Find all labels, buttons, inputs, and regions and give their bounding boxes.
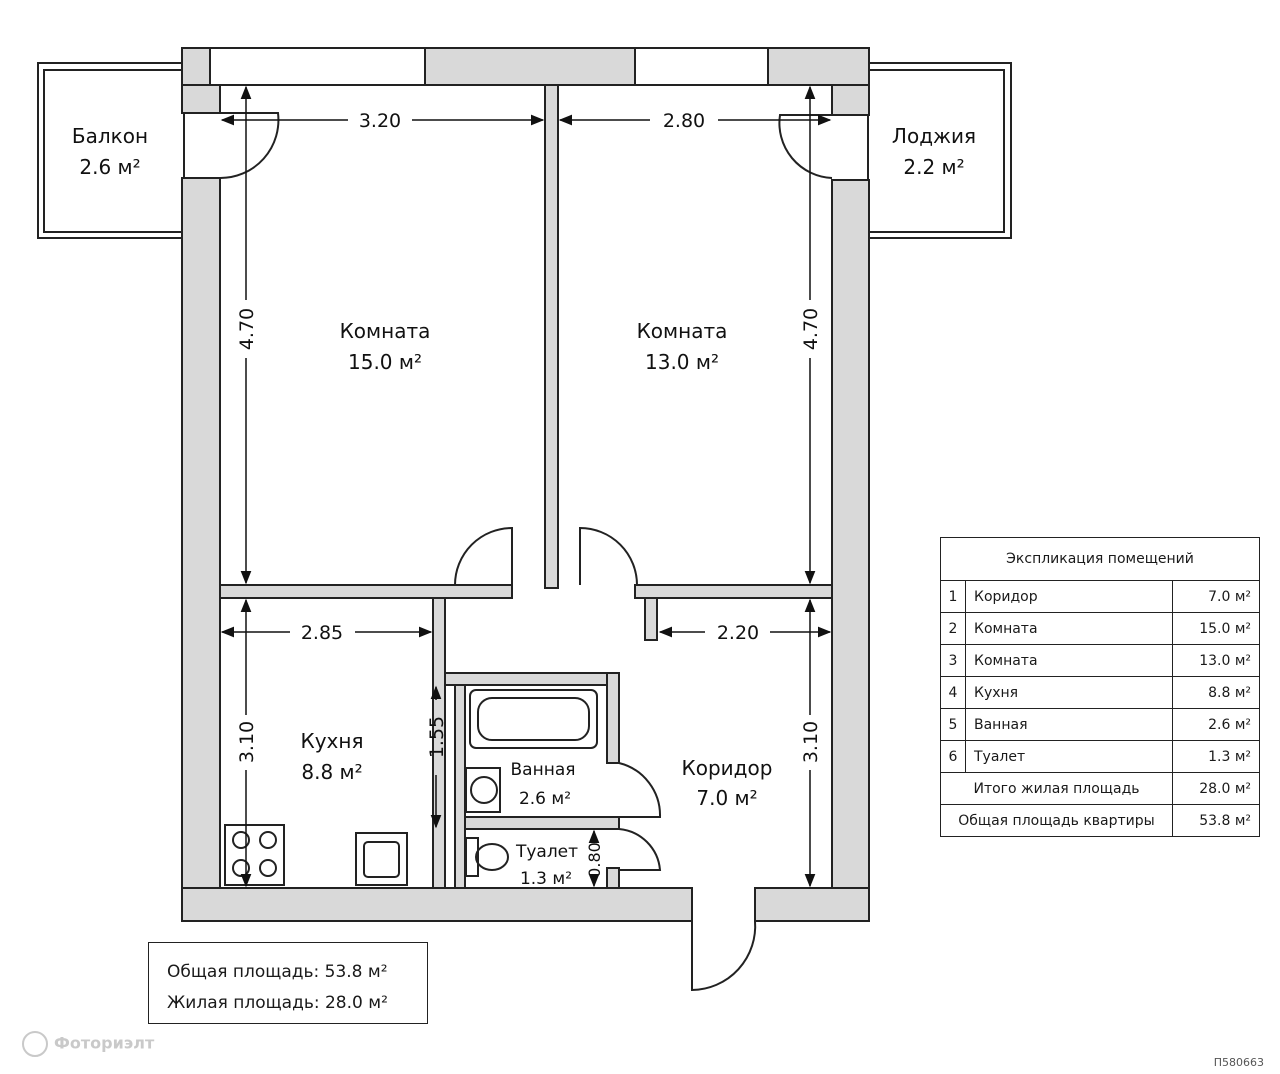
stove-icon xyxy=(224,824,285,886)
table-row: 3 Комната 13.0 м² xyxy=(940,644,1260,677)
corridor-name: Коридор xyxy=(682,756,773,780)
sink-icon xyxy=(355,832,408,886)
room2-name: Комната xyxy=(637,319,728,343)
room1-name: Комната xyxy=(340,319,431,343)
dim-corridor-depth: 3.10 xyxy=(800,721,822,763)
bath-area: 2.6 м² xyxy=(519,789,571,809)
washbasin-icon xyxy=(465,767,501,813)
row-name: Коридор xyxy=(965,580,1173,613)
dim-room2-width: 2.80 xyxy=(663,110,705,132)
living-area-text: Жилая площадь: 28.0 м² xyxy=(167,993,388,1013)
explication-table: Экспликация помещений 1 Коридор 7.0 м² 2… xyxy=(940,537,1260,837)
balcony-name: Балкон xyxy=(72,124,148,148)
dimension-lines xyxy=(220,85,832,888)
loggia-name: Лоджия xyxy=(892,124,976,148)
room2-area: 13.0 м² xyxy=(645,350,719,374)
row-num: 1 xyxy=(940,580,966,613)
image-code: П580663 xyxy=(1213,1056,1264,1069)
row-area: 7.0 м² xyxy=(1172,580,1260,613)
row-name: Ванная xyxy=(965,708,1173,741)
toilet-icon xyxy=(465,837,509,877)
row-num: 2 xyxy=(940,612,966,645)
row-area: 1.3 м² xyxy=(1172,740,1260,773)
table-row: 2 Комната 15.0 м² xyxy=(940,612,1260,645)
table-row: 1 Коридор 7.0 м² xyxy=(940,580,1260,613)
total-area-text: Общая площадь: 53.8 м² xyxy=(167,962,388,982)
toilet-area: 1.3 м² xyxy=(520,869,572,889)
row-area: 8.8 м² xyxy=(1172,676,1260,709)
total-area-row: Общая площадь квартиры 53.8 м² xyxy=(940,804,1260,837)
kitchen-name: Кухня xyxy=(301,729,364,753)
totals-box: Общая площадь: 53.8 м² Жилая площадь: 28… xyxy=(148,942,428,1024)
dim-toilet-width: 0.80 xyxy=(585,842,604,878)
living-area-row: Итого жилая площадь 28.0 м² xyxy=(940,772,1260,805)
dim-room2-depth: 4.70 xyxy=(800,308,822,350)
room1-area: 15.0 м² xyxy=(348,350,422,374)
row-name: Комната xyxy=(965,644,1173,677)
dim-kitchen-width: 2.85 xyxy=(301,622,343,644)
row-area: 15.0 м² xyxy=(1172,612,1260,645)
total-area-label: Общая площадь квартиры xyxy=(940,804,1173,837)
living-area-value: 28.0 м² xyxy=(1172,772,1260,805)
row-name: Туалет xyxy=(965,740,1173,773)
table-row: 5 Ванная 2.6 м² xyxy=(940,708,1260,741)
explication-title: Экспликация помещений xyxy=(940,537,1260,581)
row-area: 2.6 м² xyxy=(1172,708,1260,741)
row-name: Кухня xyxy=(965,676,1173,709)
table-row: 4 Кухня 8.8 м² xyxy=(940,676,1260,709)
balcony-area: 2.6 м² xyxy=(79,155,140,179)
row-num: 4 xyxy=(940,676,966,709)
watermark-logo: Фоториэлт xyxy=(22,1031,154,1057)
row-area: 13.0 м² xyxy=(1172,644,1260,677)
kitchen-area: 8.8 м² xyxy=(301,760,362,784)
dim-room1-width: 3.20 xyxy=(359,110,401,132)
total-area-value: 53.8 м² xyxy=(1172,804,1260,837)
bath-name: Ванная xyxy=(511,760,576,780)
bathtub xyxy=(469,689,598,749)
row-num: 5 xyxy=(940,708,966,741)
logo-icon xyxy=(22,1031,48,1057)
dim-kitchen-partition: 1.55 xyxy=(426,716,448,758)
loggia-outline xyxy=(867,62,1012,239)
row-num: 3 xyxy=(940,644,966,677)
watermark-text: Фоториэлт xyxy=(54,1033,155,1053)
dim-corridor-width: 2.20 xyxy=(717,622,759,644)
toilet-name: Туалет xyxy=(515,842,578,862)
dim-kitchen-depth: 3.10 xyxy=(236,721,258,763)
walls xyxy=(181,47,870,922)
balcony-outline xyxy=(37,62,185,239)
living-area-label: Итого жилая площадь xyxy=(940,772,1173,805)
corridor-area: 7.0 м² xyxy=(696,786,757,810)
loggia-area: 2.2 м² xyxy=(903,155,964,179)
row-name: Комната xyxy=(965,612,1173,645)
row-num: 6 xyxy=(940,740,966,773)
dim-room1-depth: 4.70 xyxy=(236,308,258,350)
table-row: 6 Туалет 1.3 м² xyxy=(940,740,1260,773)
